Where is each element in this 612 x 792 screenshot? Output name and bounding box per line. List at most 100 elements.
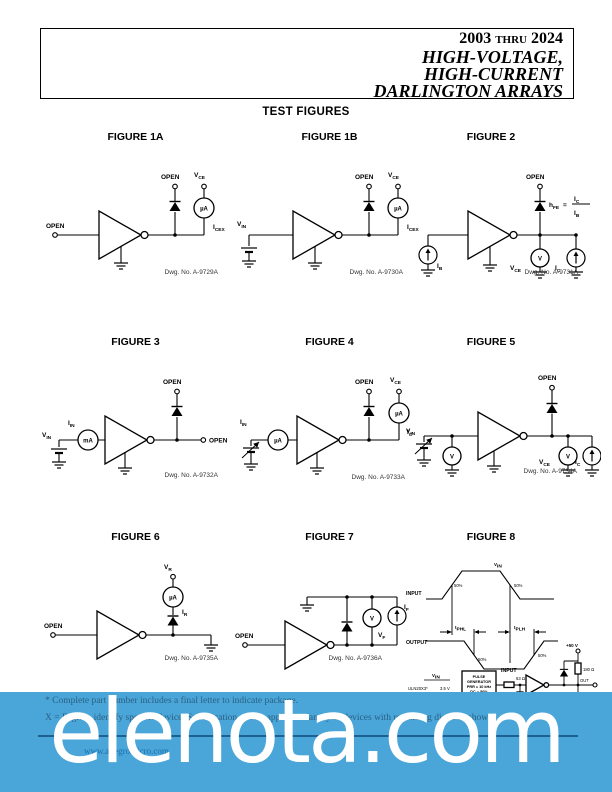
figure-2-circuit: IB OPEN hFE = IC IB V VCE IC [418, 174, 590, 279]
inverter-bubble [543, 682, 550, 688]
table-value: 3.5 V [440, 686, 450, 691]
out-terminal [592, 682, 598, 688]
voltmeter-label: V [369, 617, 373, 623]
milliammeter-icon [76, 429, 99, 451]
r1-value: 63 Ω [516, 676, 525, 681]
microammeter-icon [161, 586, 184, 608]
ground-icon [308, 467, 325, 475]
inverter-bubble [325, 640, 335, 650]
figure-3: FIGURE 3 VIN IIN mA OPEN OPEN Dwg. No. A… [38, 336, 233, 541]
open-top-label: OPEN [538, 375, 557, 382]
inverter-bubble [519, 431, 528, 441]
open-top-label: OPEN [163, 379, 182, 386]
figure-2-title: FIGURE 2 [466, 131, 516, 143]
ic-numerator: IC [574, 196, 580, 205]
open-input-label: OPEN [235, 633, 254, 640]
figure-4-title: FIGURE 4 [305, 336, 354, 348]
drawing-number: Dwg. No. A-9735A [164, 655, 218, 662]
fifty-pct-label: 50% [454, 583, 463, 588]
voltmeter-icon [530, 248, 550, 268]
inverter-symbol [477, 410, 522, 462]
ground-icon [306, 262, 323, 270]
ground-icon [202, 644, 219, 652]
inverter-bubble [137, 630, 147, 640]
out-label: OUT [580, 678, 589, 683]
header-box: 2003 THRU 2024 HIGH-VOLTAGE, HIGH-CURREN… [40, 28, 574, 100]
diode-icon [533, 200, 547, 212]
figure-2: FIGURE 2 IB OPEN hFE = IC IB V [406, 131, 601, 336]
meter-unit-label: µA [200, 207, 208, 213]
voltmeter-icon [558, 446, 578, 466]
current-source-icon [418, 245, 438, 265]
input-waveform [426, 570, 554, 600]
hfe-formula: hFE = IC IB [549, 196, 590, 219]
wires [249, 394, 400, 468]
node-dot [576, 683, 580, 687]
node-dot [344, 595, 349, 599]
meter-unit-label: µA [169, 596, 177, 602]
input-terminal [51, 232, 58, 238]
figure-5-circuit: VIN V OPEN V VCE IC [406, 375, 601, 477]
input-label: INPUT [406, 591, 422, 597]
figure-7-title: FIGURE 7 [305, 531, 354, 543]
node-dot [562, 683, 566, 687]
inverter-bubble [337, 435, 347, 445]
tplh-label: tPLH [514, 625, 526, 633]
open-top-label: OPEN [355, 174, 374, 181]
ic-label: IC [407, 429, 413, 438]
open-terminal [365, 183, 372, 190]
open-terminal [365, 388, 372, 395]
title-line-1: HIGH-VOLTAGE, [421, 47, 563, 67]
ic-label: IC [575, 459, 581, 468]
figure-7-circuit: OPEN V VF IF [235, 595, 408, 671]
ground-icon [240, 260, 257, 268]
inverter-symbol [525, 673, 546, 697]
ground-icon [116, 467, 133, 475]
node-dot [550, 434, 554, 438]
drawing-number: Dwg. No. A-9733A [351, 474, 405, 481]
drawing-number: Dwg. No. A-9732A [164, 472, 218, 479]
meter-unit-label: µA [274, 439, 282, 445]
figure-5: FIGURE 5 VIN V OPEN V VCE IC [406, 336, 601, 541]
ground-icon [584, 469, 600, 477]
figure-3-circuit: VIN IIN mA OPEN OPEN [42, 379, 227, 475]
figure-8-title: FIGURE 8 [466, 531, 516, 543]
wires [56, 189, 205, 263]
footnote-asterisk: * Complete part number includes a final … [45, 696, 298, 706]
vce-terminal [394, 183, 401, 190]
meter-unit-label: µA [394, 207, 402, 213]
microammeter-icon [192, 197, 215, 219]
fifty-pct-label: 50% [538, 653, 547, 658]
diode-icon [559, 668, 569, 678]
vr-terminal [169, 573, 176, 580]
fifty-pct-label: 50% [478, 657, 487, 662]
vf-label: VF [378, 632, 385, 641]
open-terminal [549, 384, 555, 391]
ib-label: IB [437, 263, 443, 272]
figure-3-title: FIGURE 3 [111, 336, 160, 348]
node-dot [170, 633, 175, 637]
figure-5-title: FIGURE 5 [466, 336, 516, 348]
figure-7: FIGURE 7 OPEN V VF IF Dwg. No. A-9736A [232, 531, 427, 736]
microammeter-icon [266, 429, 289, 451]
ic-label: IC [555, 265, 561, 274]
resistor-r1 [503, 681, 515, 689]
output-label: OUTPUT [406, 640, 428, 646]
figure-1a-circuit: OPEN OPEN µA VCE ICEX [46, 172, 225, 270]
inverter-bubble [139, 230, 149, 240]
diode-icon [168, 200, 181, 212]
figure-1b-title: FIGURE 1B [301, 131, 358, 143]
diode-icon [170, 405, 183, 417]
open-top-label: OPEN [161, 174, 180, 181]
ground-icon [420, 269, 436, 277]
input-terminal [49, 632, 56, 638]
resistor-r3 [574, 662, 582, 675]
inverter-symbol [295, 414, 340, 466]
title-line-2: HIGH-CURRENT [423, 64, 563, 84]
voltmeter-icon [361, 608, 382, 628]
vce-label: VCE [510, 265, 522, 274]
part-range: 2003 THRU 2024 [459, 30, 563, 47]
meter-unit-label: mA [83, 439, 93, 445]
table-part: ULN20X3* [408, 686, 428, 691]
